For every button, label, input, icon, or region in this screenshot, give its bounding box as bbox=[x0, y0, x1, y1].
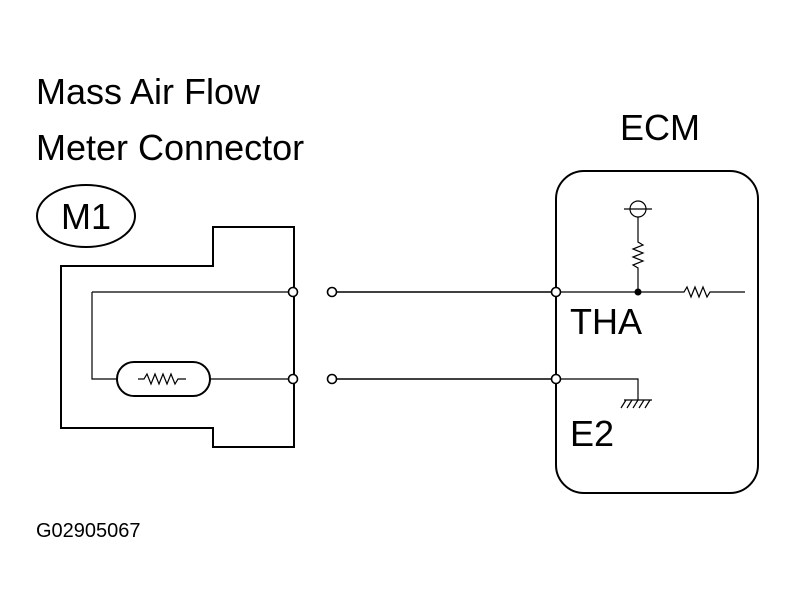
ecm-terminal-tha bbox=[550, 286, 562, 298]
connector-title-line1: Mass Air Flow bbox=[36, 71, 261, 112]
ecm-e2-circuit bbox=[560, 378, 652, 409]
figure-id: G02905067 bbox=[36, 520, 141, 542]
ecm-label: ECM bbox=[620, 107, 700, 148]
connector-code-ellipse bbox=[36, 184, 136, 248]
terminal-label-tha: THA bbox=[570, 301, 642, 342]
maf-pin-2 bbox=[287, 373, 299, 385]
ecm-box bbox=[555, 170, 759, 494]
terminal-label-e2: E2 bbox=[570, 413, 614, 454]
ecm-input-resistor bbox=[681, 285, 745, 299]
ecm-tha-circuit bbox=[560, 200, 745, 299]
intake-air-temp-sensor bbox=[116, 361, 211, 397]
maf-connector-body bbox=[60, 226, 295, 448]
connector-title: Mass Air Flow Meter Connector bbox=[36, 71, 304, 168]
ground-icon bbox=[620, 399, 651, 409]
pullup-resistor bbox=[631, 217, 645, 292]
connector-title-line2: Meter Connector bbox=[36, 127, 304, 168]
harness-wires bbox=[336, 291, 551, 380]
maf-pin-1 bbox=[287, 286, 299, 298]
thermistor-symbol bbox=[138, 372, 186, 386]
maf-internal-wiring bbox=[91, 291, 293, 380]
connector-code: M1 bbox=[61, 196, 111, 237]
connector-code-badge: M1 bbox=[36, 184, 136, 248]
harness-pin-1 bbox=[326, 286, 338, 298]
thermistor-housing bbox=[116, 361, 211, 397]
harness-pin-2 bbox=[326, 373, 338, 385]
ecm-terminal-e2 bbox=[550, 373, 562, 385]
maf-connector-pins bbox=[287, 286, 338, 385]
